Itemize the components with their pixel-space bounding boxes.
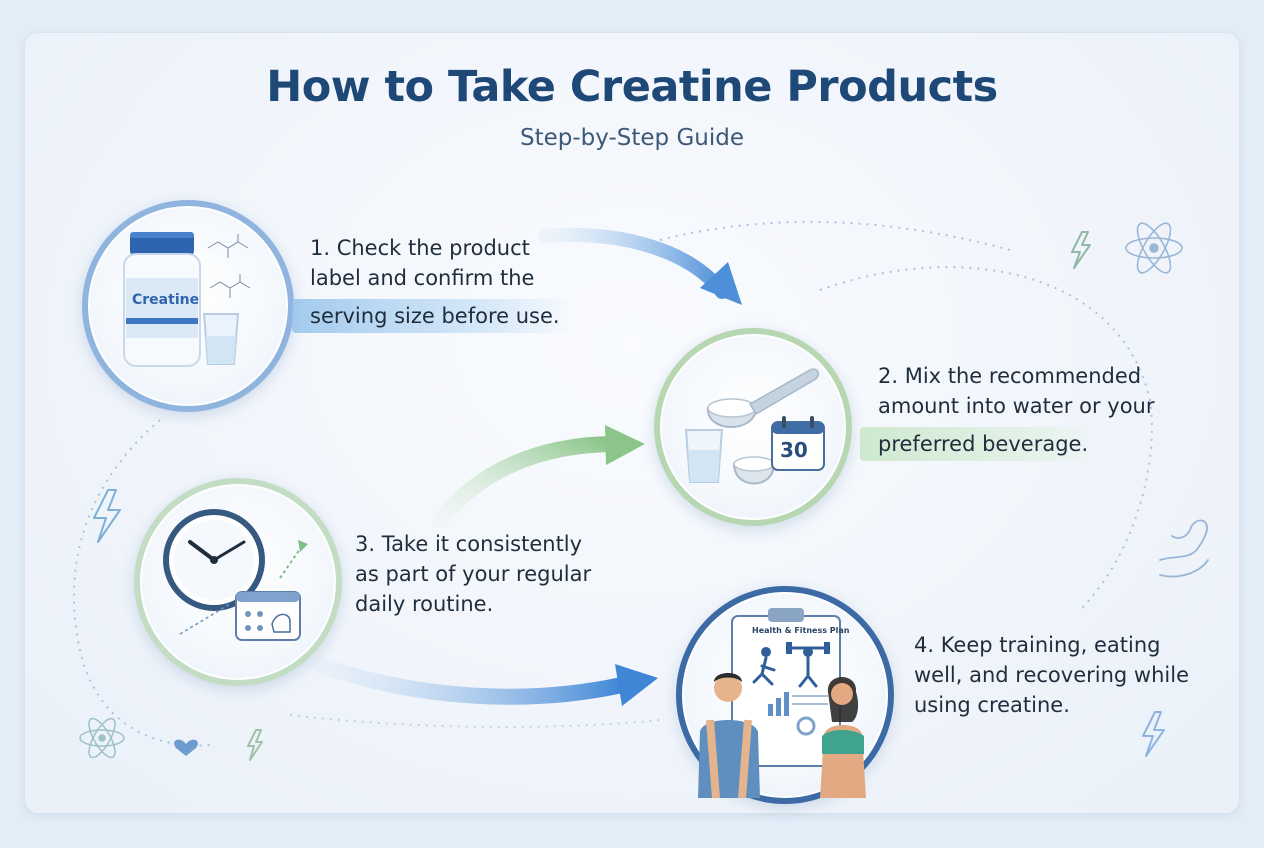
step-3-line-2: as part of your regular [355,562,592,586]
step4-illustration: Health & Fitness Plan [676,586,894,804]
step1-illustration: Creatine [82,200,294,412]
step-1-text: 1. Check the product label and confirm t… [292,233,574,333]
calendar-number: 30 [780,438,808,462]
step-4-text: 4. Keep training, eating well, and recov… [914,630,1189,720]
step-4-line-1: 4. Keep training, eating [914,633,1161,657]
step-4-line-3: using creatine. [914,693,1070,717]
step-3-text: 3. Take it consistently as part of your … [355,529,591,619]
calendar-icon [235,591,301,641]
step3-illustration [134,478,342,686]
clock-icon [163,509,265,611]
step2-illustration: 30 [654,328,852,526]
page-subtitle: Step-by-Step Guide [520,125,744,151]
jar-label: Creatine [132,292,200,308]
plan-title: Health & Fitness Plan [752,626,850,635]
page-title: How to Take Creatine Products [266,62,998,112]
step-4-line-2: well, and recovering while [914,663,1189,687]
step-2-line-1: 2. Mix the recommended [878,364,1142,388]
step-1-line-2: label and confirm the [310,266,535,290]
step-2-highlight: preferred beverage. [860,427,1103,461]
step-3-line-1: 3. Take it consistently [355,532,583,556]
step-2-text: 2. Mix the recommended amount into water… [860,361,1155,461]
step-2-line-2: amount into water or your [878,394,1155,418]
step-3-line-3: daily routine. [355,592,494,616]
step-1-line-1: 1. Check the product [310,236,530,260]
step-1-highlight: serving size before use. [292,299,574,333]
